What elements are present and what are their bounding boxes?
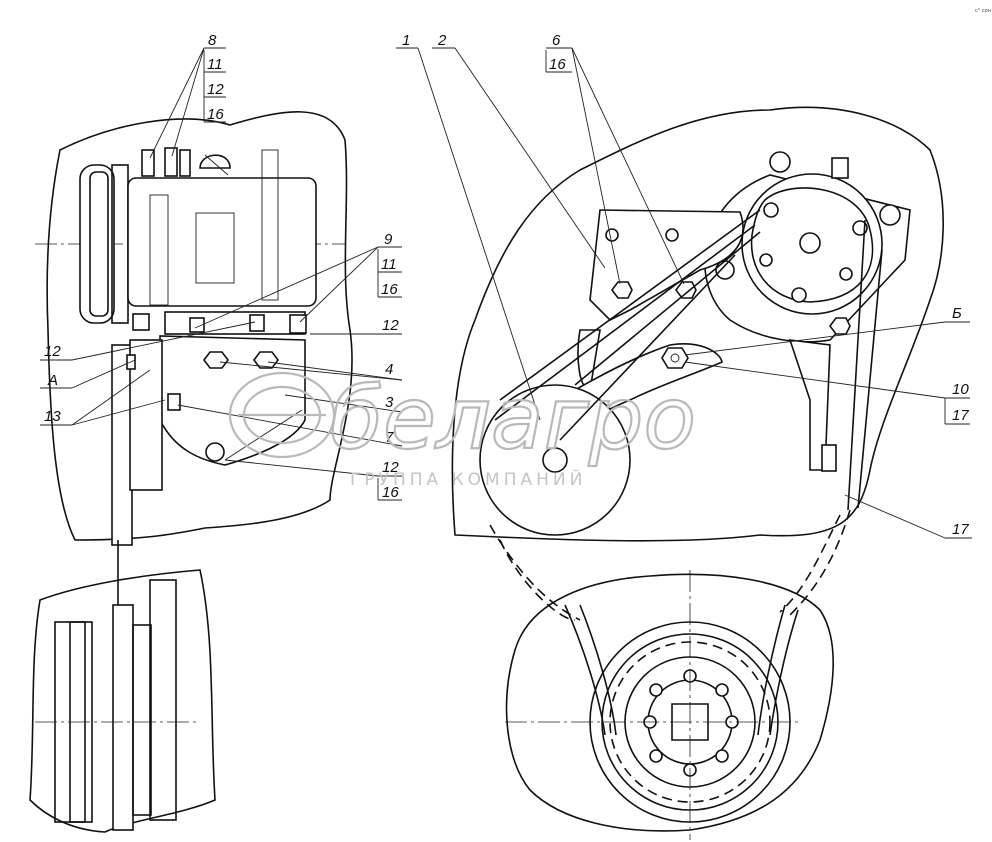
label-9: 9 [384, 231, 393, 248]
label-7: 7 [385, 429, 394, 446]
left-lower-casting [29, 569, 216, 833]
compressor-top-nut [164, 147, 178, 177]
belt-inner-run-a [574, 231, 761, 386]
label-8: 8 [208, 32, 217, 49]
compressor-fitting [199, 154, 231, 169]
belt-crank-left [564, 604, 617, 736]
watermark-logo [228, 371, 336, 459]
label-3: 3 [385, 394, 394, 411]
belt-upper-outer [494, 209, 761, 421]
fitting-hatch [204, 154, 229, 176]
compressor-top-nut-2 [179, 149, 191, 177]
hex-nut-4b [253, 351, 279, 369]
belt-crank-right [757, 604, 799, 736]
left-bracket-hole [205, 442, 225, 462]
left-belt-strip [111, 344, 133, 546]
label-10: 10 [952, 381, 969, 398]
bracket-hole-2 [665, 228, 679, 242]
label-11-top: 11 [207, 56, 223, 73]
compressor-window-2 [195, 212, 235, 284]
callout-labels: 8 11 12 16 1 2 6 16 9 11 16 12 12 А 13 4… [44, 32, 969, 538]
label-17-lower: 17 [952, 521, 969, 538]
left-bracket-top [164, 311, 306, 335]
plate-bolt-2 [852, 220, 868, 236]
compressor-top-fitting [831, 157, 849, 179]
right-bracket-bar [788, 339, 831, 471]
label-12-left: 12 [44, 343, 61, 360]
crank-bolt-8 [649, 683, 663, 697]
compressor-ear-left [769, 151, 791, 173]
compressor-window-1 [149, 194, 169, 306]
label-6: 6 [552, 32, 561, 49]
right-bracket-nut-top [829, 317, 851, 335]
crank-bolt-6 [649, 749, 663, 763]
bracket-nut-6a [611, 281, 633, 299]
label-1: 1 [402, 32, 410, 49]
label-2: 2 [437, 32, 447, 49]
label-13: 13 [44, 408, 61, 425]
label-16-mid: 16 [381, 281, 398, 298]
compressor-body [127, 177, 317, 307]
compressor-ear-lower [715, 260, 735, 280]
right-bracket-nut-bottom [821, 444, 837, 472]
label-12-mid-right: 12 [382, 317, 399, 334]
label-17-mid: 17 [952, 407, 969, 424]
corner-mark: с° сон [975, 8, 991, 14]
compressor-hub [799, 232, 821, 254]
left-bracket-nut-1 [132, 313, 150, 331]
bracket-hole-1 [605, 228, 619, 242]
watermark-brand: белагро [330, 369, 696, 469]
label-16-top: 16 [207, 106, 224, 123]
left-tension-nut [167, 393, 181, 411]
crank-bolt-2 [715, 683, 729, 697]
left-casting-outline [46, 111, 353, 541]
watermark: белагро ГРУППА КОМПАНИЙ [228, 368, 697, 490]
lever-nut-10 [661, 347, 689, 369]
right-casting-outline [451, 106, 944, 542]
crank-bolt-4 [715, 749, 729, 763]
plate-bolt-3 [791, 287, 807, 303]
plate-bolt-4 [759, 253, 773, 267]
belt-right-run [847, 219, 883, 511]
left-bracket-plate [159, 335, 306, 466]
lever-nut-10-inner [670, 353, 680, 363]
plate-bolt-1 [763, 202, 779, 218]
label-12-lower: 12 [382, 459, 399, 476]
label-4: 4 [385, 361, 393, 378]
lower-right-casting [505, 573, 834, 832]
lower-pulley-d [132, 624, 152, 816]
label-12-top: 12 [207, 81, 224, 98]
label-B: Б [952, 305, 962, 322]
bracket-nut-6b [675, 281, 697, 299]
label-11-mid: 11 [381, 256, 397, 273]
left-bracket-nut-4 [289, 314, 307, 334]
plate-bolt-5 [839, 267, 853, 281]
lower-pulley-e [149, 579, 177, 821]
label-16-upper-right: 16 [549, 56, 566, 73]
belt-inner-run-b [559, 254, 736, 441]
label-A: А [47, 372, 58, 389]
label-16-lower: 16 [382, 484, 399, 501]
left-pulley-groove [89, 171, 109, 317]
idler-pulley-hub [542, 447, 568, 473]
left-pulley-outer [79, 164, 115, 324]
leader-lines [40, 47, 972, 539]
hex-nut-4a [203, 351, 229, 369]
left-bracket-nut-2 [189, 317, 205, 333]
lower-pulley-c [112, 604, 134, 831]
belt-lower-dashed-left [489, 524, 581, 621]
watermark-subtitle: ГРУППА КОМПАНИЙ [350, 468, 586, 490]
belt-lower-dashed-right [779, 509, 851, 616]
compressor-window-3 [261, 149, 279, 301]
compressor-ear-right [879, 204, 901, 226]
